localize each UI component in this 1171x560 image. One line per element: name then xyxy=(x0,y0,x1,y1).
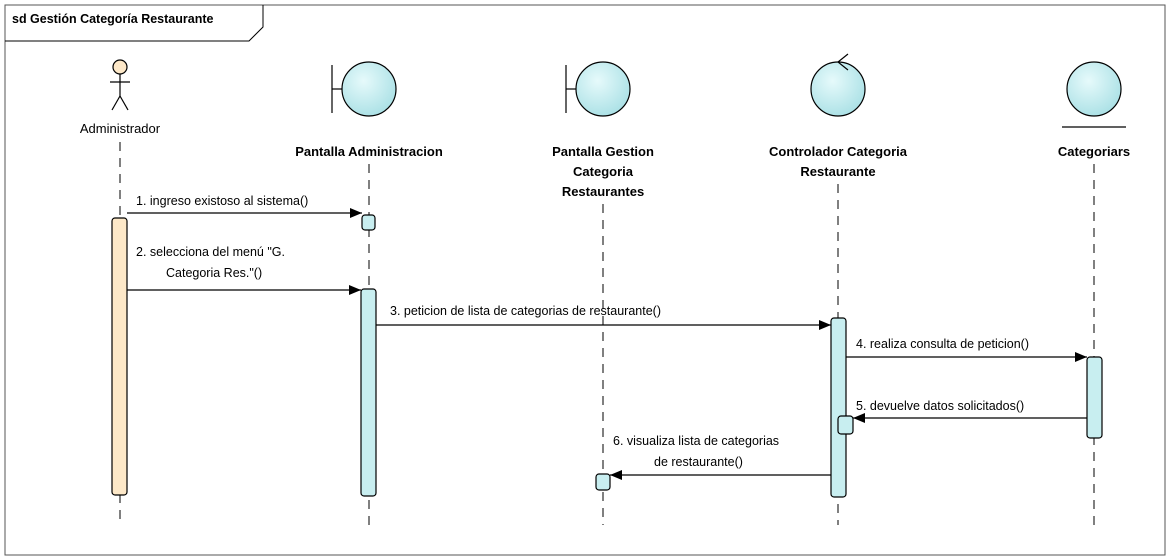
activation-pantalla-administracion xyxy=(360,288,377,497)
entity-icon xyxy=(1062,61,1126,128)
participant-pantalla-administracion: Pantalla Administracion xyxy=(295,61,443,159)
participant-name-line-3: Restaurantes xyxy=(562,184,644,199)
diagram-frame: sd Gestión Categoría Restaurante xyxy=(4,4,1166,556)
participant-name: Pantalla Administracion xyxy=(295,144,443,159)
participant-name-line-1: Pantalla Gestion xyxy=(552,144,654,159)
control-icon xyxy=(810,53,866,117)
boundary-icon xyxy=(565,61,631,117)
activation-administrador xyxy=(111,217,128,496)
activations xyxy=(111,214,1103,498)
frame-title-tab xyxy=(5,5,264,42)
message-1: 1. ingreso existoso al sistema() xyxy=(127,194,362,218)
participant-name: Categoriars xyxy=(1058,144,1130,159)
participant-name-line-1: Controlador Categoria xyxy=(769,144,908,159)
boundary-icon xyxy=(331,61,397,117)
message-label-line-1: 2. selecciona del menú "G. xyxy=(136,245,285,259)
actor-icon xyxy=(110,59,130,111)
activation-controlador xyxy=(830,317,847,498)
message-2: 2. selecciona del menú "G. Categoria Res… xyxy=(127,245,361,295)
message-label: 1. ingreso existoso al sistema() xyxy=(136,194,308,208)
participant-name-line-2: Restaurante xyxy=(800,164,875,179)
participant-categoriars: Categoriars xyxy=(1058,61,1130,159)
message-5: 5. devuelve datos solicitados() xyxy=(853,399,1087,423)
activation-pantalla-administracion-self xyxy=(361,214,376,231)
participant-controlador: Controlador Categoria Restaurante xyxy=(769,53,908,179)
message-label: 4. realiza consulta de peticion() xyxy=(856,337,1029,351)
participant-name: Administrador xyxy=(80,121,161,136)
message-4: 4. realiza consulta de peticion() xyxy=(846,337,1087,362)
participant-administrador: Administrador xyxy=(80,59,161,136)
activation-controlador-return xyxy=(837,415,854,435)
frame-title: sd Gestión Categoría Restaurante xyxy=(12,12,213,26)
message-3: 3. peticion de lista de categorias de re… xyxy=(376,304,831,330)
participant-name-line-2: Categoria xyxy=(573,164,634,179)
message-label-line-2: de restaurante() xyxy=(654,455,743,469)
activation-pantalla-gestion xyxy=(595,473,611,491)
message-label: 3. peticion de lista de categorias de re… xyxy=(390,304,661,318)
participant-pantalla-gestion: Pantalla Gestion Categoria Restaurantes xyxy=(552,61,654,199)
message-label-line-1: 6. visualiza lista de categorias xyxy=(613,434,779,448)
message-label-line-2: Categoria Res."() xyxy=(166,266,262,280)
message-6: 6. visualiza lista de categorias de rest… xyxy=(610,434,831,480)
activation-categoriars xyxy=(1086,356,1103,439)
message-label: 5. devuelve datos solicitados() xyxy=(856,399,1024,413)
